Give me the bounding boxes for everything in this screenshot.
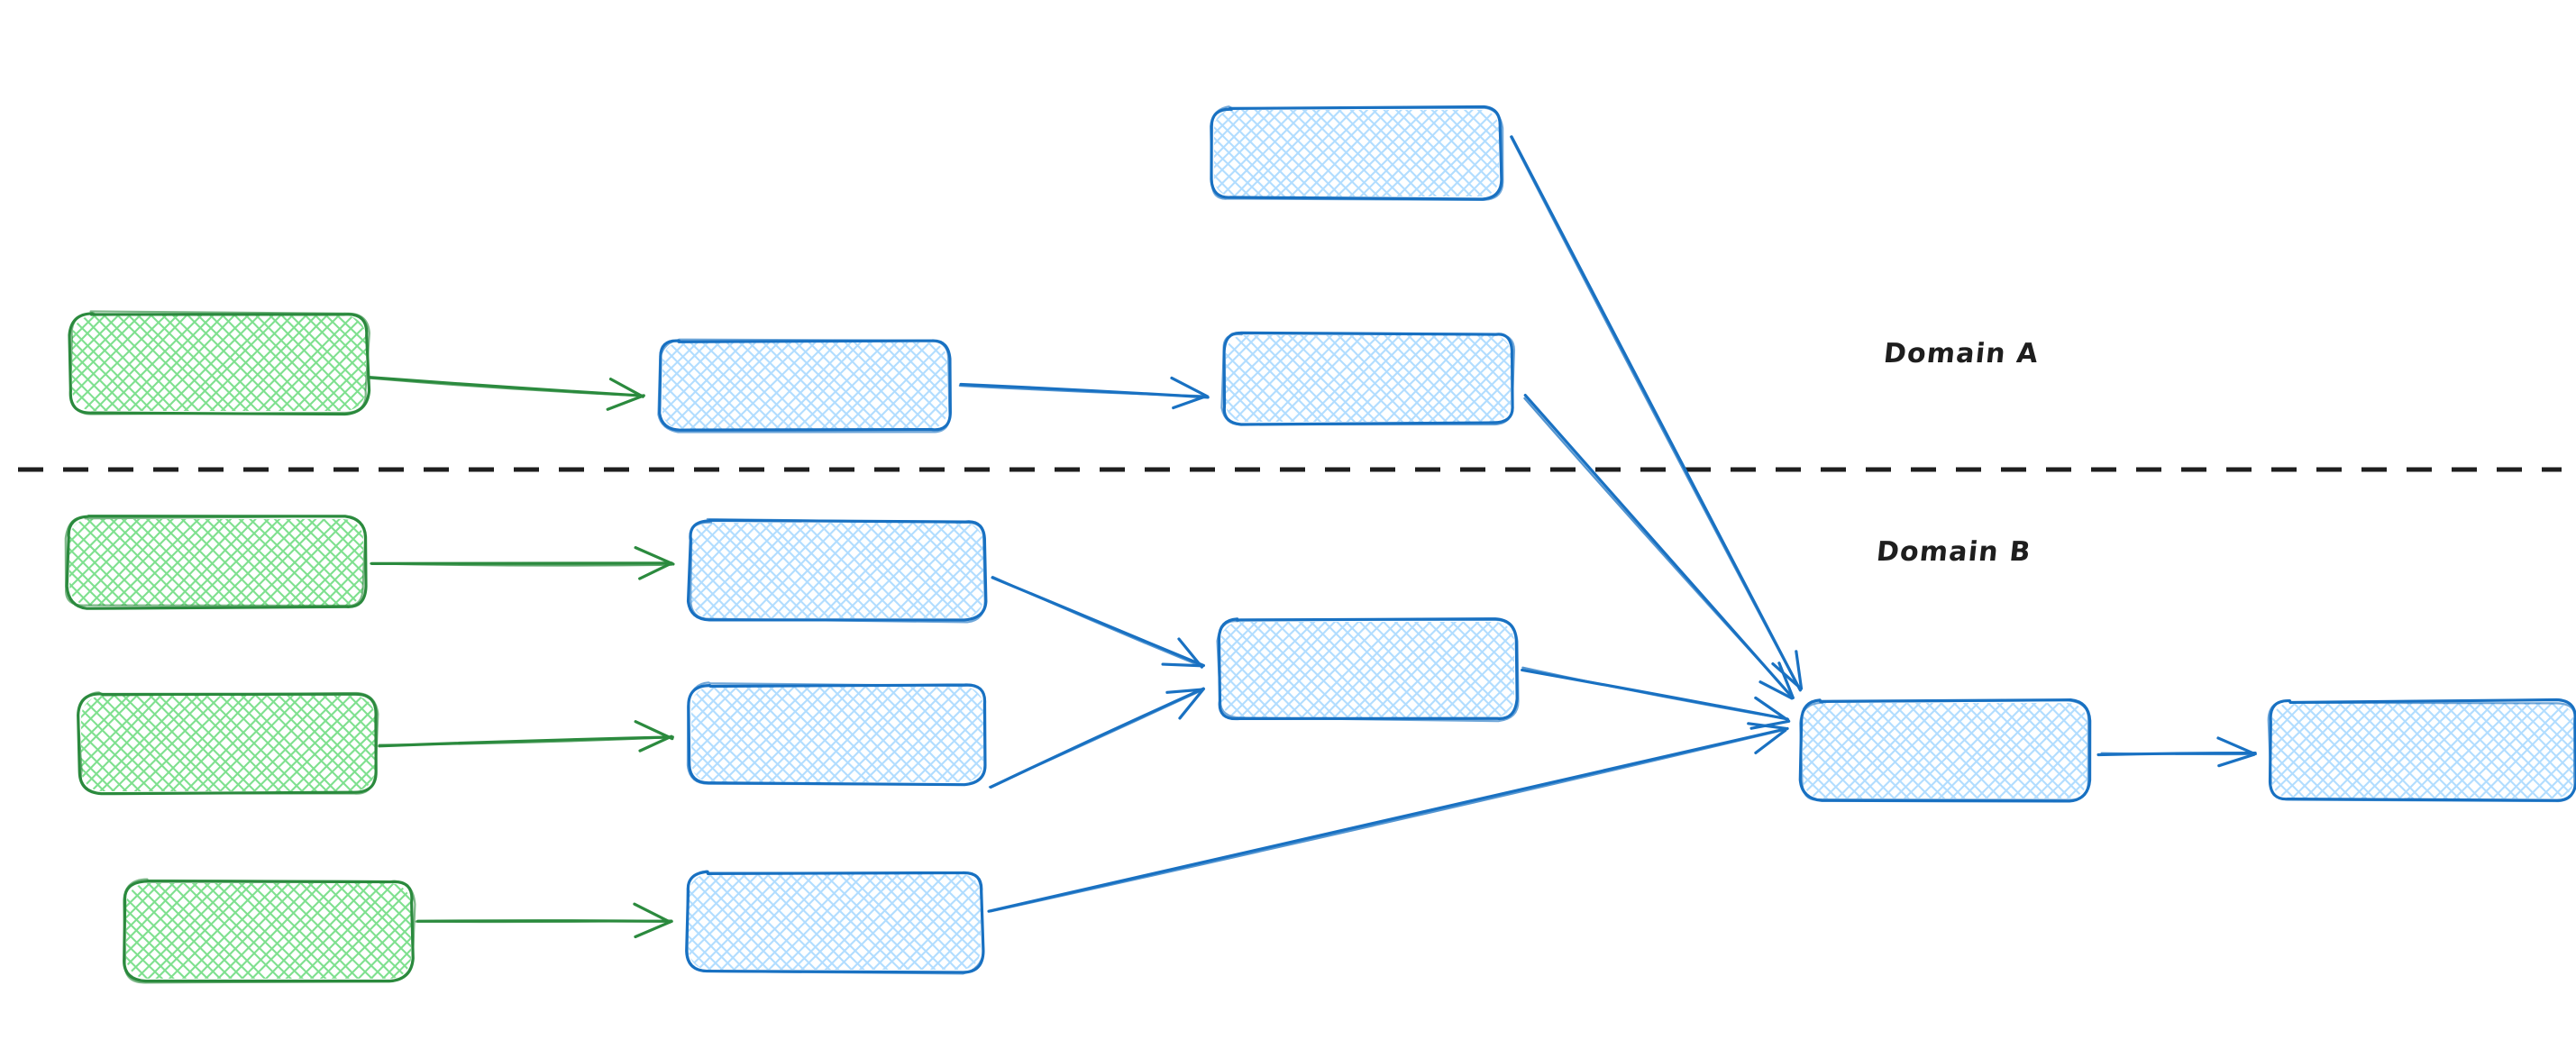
node-b-mid-1[interactable]	[571, 512, 1230, 629]
node-b-out[interactable]	[1685, 692, 2342, 809]
edge-e3	[1510, 135, 1804, 692]
node-a-right[interactable]	[1115, 324, 1740, 433]
node-a-mid[interactable]	[551, 332, 1175, 440]
edge-e6	[378, 720, 674, 753]
node-b-hub[interactable]	[1101, 611, 1758, 728]
node-b-source-3[interactable]	[7, 872, 664, 990]
edge-e1	[367, 376, 645, 411]
node-b-mid-3[interactable]	[570, 863, 1228, 981]
edge-e2	[958, 376, 1210, 410]
node-b-source-1[interactable]	[0, 508, 596, 616]
edge-e8	[991, 575, 1205, 669]
edge-e12	[2096, 736, 2258, 768]
edge-e11	[987, 722, 1789, 913]
node-a-top[interactable]	[1102, 99, 1730, 207]
edge-e7	[415, 902, 673, 939]
edge-e10	[1521, 666, 1791, 730]
node-b-mid-2[interactable]	[572, 676, 1229, 793]
node-b-source-2[interactable]	[0, 685, 617, 802]
edge-e9	[988, 687, 1205, 789]
domain-a-label: Domain A	[1882, 338, 2041, 369]
node-b-final[interactable]	[2151, 692, 2576, 809]
domain-b-label: Domain B	[1875, 536, 2033, 568]
edge-e5	[370, 546, 675, 580]
edge-e4	[1523, 393, 1795, 700]
node-a-source[interactable]	[0, 305, 610, 422]
